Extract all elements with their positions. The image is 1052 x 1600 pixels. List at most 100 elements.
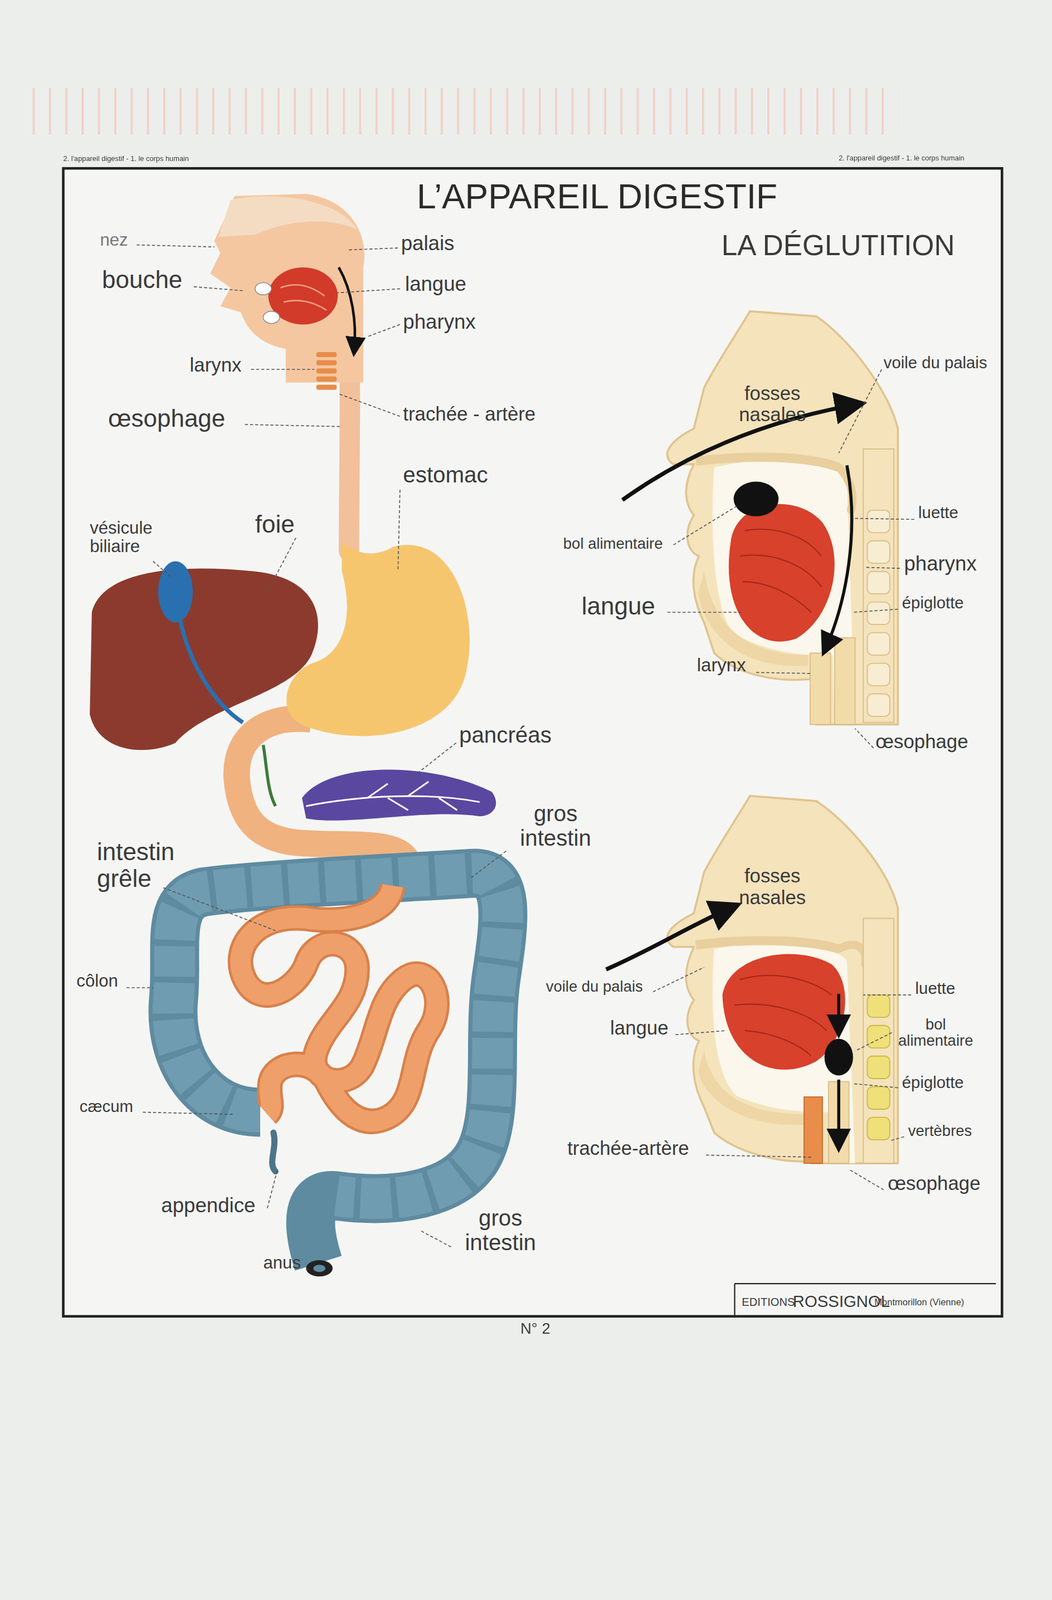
digestive-system-part — [179, 617, 243, 723]
swallowing-section-top-part — [733, 481, 779, 517]
swallowing-section-bottom-part — [712, 943, 856, 1164]
swallowing-section-top-part — [695, 457, 839, 468]
part-label: bouche — [101, 266, 183, 294]
leader-lines-part — [126, 245, 506, 1270]
swallowing-section-bottom-part — [867, 995, 890, 1141]
part-label: 2. l'appareil digestif - 1. le corps hum… — [63, 154, 189, 163]
frame — [63, 168, 1003, 1317]
swallowing-section-top-part — [863, 449, 894, 723]
swallowing-section-top-part — [824, 465, 852, 651]
part-label: anus — [263, 1253, 301, 1273]
swallowing-section-top-part — [712, 460, 856, 725]
part-label: 2. l'appareil digestif - 1. le corps hum… — [838, 154, 964, 163]
swallowing-section-bottom — [606, 796, 899, 1164]
swallowing-section-bottom-part — [804, 1097, 823, 1164]
part-label: larynx — [697, 656, 747, 677]
part-label: fosses nasales — [731, 866, 813, 910]
part-label: voile du palais — [883, 354, 988, 373]
swallowing-section-bottom-part — [863, 918, 894, 1164]
part-label: larynx — [190, 354, 242, 376]
part-label: langue — [581, 592, 656, 620]
part-label: Montmorillon (Vienne) — [874, 1298, 964, 1309]
swallowing-section-top-part — [810, 653, 831, 725]
digestive-system-part-part — [316, 360, 338, 366]
swallowing-section-bottom-part — [695, 941, 839, 950]
part-label: foie — [255, 511, 295, 539]
digestive-system-part — [313, 1264, 326, 1273]
swallowing-section-top-part-part — [867, 541, 890, 564]
swallowing-section-bottom-part-part — [867, 1056, 890, 1079]
swallowing-section-bottom-part-part — [867, 1087, 890, 1110]
digestive-system-part — [338, 267, 355, 353]
swallowing-section-top-part-part — [867, 571, 890, 594]
swallowing-section-top-part-part — [867, 663, 890, 686]
digestive-system-part — [240, 885, 437, 1122]
part-label: trachée-artère — [567, 1138, 690, 1160]
part-label: langue — [610, 1018, 669, 1040]
part-label: N° 2 — [520, 1320, 551, 1337]
digestive-system-part — [263, 744, 276, 807]
swallowing-section-top-part — [666, 311, 898, 725]
part-label: œsophage — [875, 731, 968, 753]
digestive-system-part — [172, 873, 503, 1199]
part-label: EDITIONS — [741, 1296, 795, 1309]
part-label: langue — [405, 272, 467, 295]
digestive-system-part — [316, 352, 338, 391]
swallowing-section-bottom-part — [837, 994, 841, 1034]
swallowing-section-bottom-part-part — [867, 1117, 890, 1141]
swallowing-section-top-part-part — [867, 602, 890, 625]
leader-lines-part — [667, 369, 915, 749]
digestive-system-part — [305, 1260, 333, 1277]
part-label: pharynx — [402, 310, 476, 333]
swallowing-section-top-part-part — [867, 632, 890, 656]
swallowing-section-bottom-part — [838, 945, 866, 965]
part-label: côlon — [76, 972, 118, 992]
digestive-system-part — [263, 311, 280, 324]
part-label: luette — [915, 979, 956, 998]
digestive-system-part — [158, 561, 193, 623]
part-label: vésicule biliaire — [89, 518, 170, 557]
digestive-system-part — [272, 1132, 276, 1172]
digestive-system-part-part — [316, 376, 338, 382]
part-label: palais — [401, 231, 455, 255]
publisher-box — [734, 1283, 996, 1317]
digestive-system-part-part — [316, 352, 338, 358]
part-label: œsophage — [108, 405, 226, 432]
part-label: voile du palais — [546, 978, 644, 996]
part-label: appendice — [161, 1194, 256, 1217]
swallowing-section-bottom-part — [666, 796, 898, 1164]
part-label: bol alimentaire — [563, 535, 664, 553]
swallowing-section-top-part — [739, 529, 822, 613]
swallowing-section-top-part-part — [867, 510, 890, 533]
swallowing-section-top-part — [867, 510, 890, 717]
leader-lines — [126, 245, 915, 1270]
title: L’APPAREIL DIGESTIF — [416, 177, 778, 216]
swallowing-section-top-part — [728, 504, 835, 642]
paper-marks-part — [20, 88, 899, 135]
digestive-system-part — [218, 196, 358, 237]
swallowing-section-bottom-part — [837, 1079, 841, 1148]
swallowing-section-top-part-part — [867, 694, 890, 717]
digestive-system-part — [305, 781, 480, 811]
part-label: cæcum — [79, 1098, 134, 1117]
part-label: épiglotte — [902, 593, 964, 612]
digestive-system-part — [240, 885, 437, 1122]
part-label: pharynx — [903, 552, 977, 575]
swallowing-section-bottom-part — [824, 1039, 854, 1076]
swallowing-section-bottom-part-part — [867, 1025, 890, 1049]
part-label: LA DÉGLUTITION — [721, 230, 956, 262]
part-label: trachée - artère — [402, 403, 536, 425]
part-label: bol alimentaire — [889, 1015, 982, 1050]
part-label: nez — [99, 231, 128, 251]
digestive-system-part-part — [316, 368, 338, 374]
digestive-system-part-part — [316, 385, 338, 391]
part-label: gros intestin — [507, 802, 605, 852]
swallowing-section-bottom-part — [606, 906, 735, 970]
part-label: luette — [918, 504, 959, 523]
part-label: épiglotte — [902, 1073, 964, 1092]
digestive-system-part — [280, 284, 327, 310]
part-label: gros intestin — [451, 1206, 549, 1256]
swallowing-section-top-part — [834, 637, 856, 725]
swallowing-section-top — [622, 311, 898, 725]
